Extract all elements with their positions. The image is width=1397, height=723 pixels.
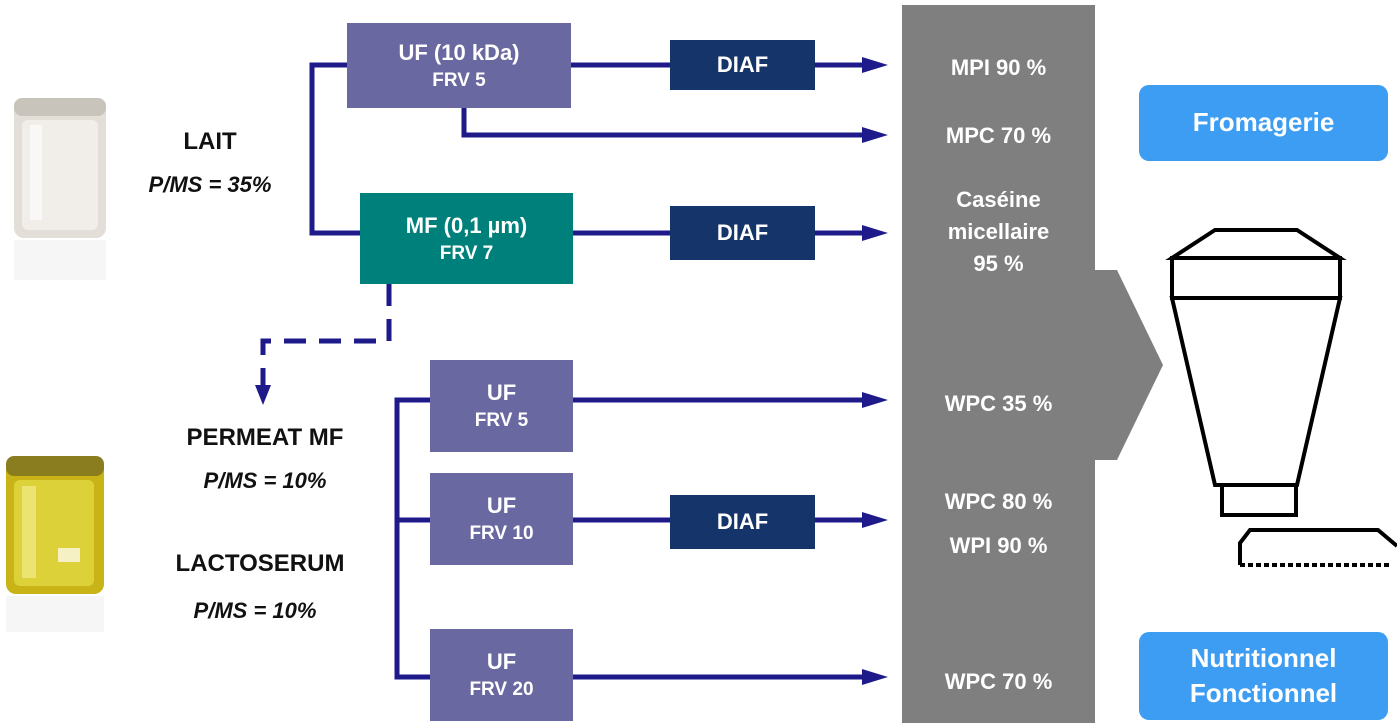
- lait-label: LAIT: [183, 128, 237, 155]
- uf-frv5-frv: FRV 5: [474, 410, 529, 432]
- diaf-box-1: DIAF: [670, 40, 815, 90]
- permeat-ratio: P/MS = 10%: [203, 468, 327, 493]
- product-wpi90: WPI 90 %: [949, 533, 1048, 558]
- whey-jar-image: [6, 456, 104, 632]
- product-caseine-line1: Caséine: [956, 187, 1041, 212]
- uf-10kda-frv: FRV 5: [432, 69, 486, 91]
- spray-dryer-icon: [1165, 228, 1397, 567]
- product-wpc70: WPC 70 %: [944, 669, 1053, 694]
- diaf-box-3: DIAF: [670, 495, 815, 549]
- mf-box: MF (0,1 µm) FRV 7: [360, 193, 573, 284]
- connector-mf-permeat: [260, 284, 392, 385]
- fonctionnel-label: Fonctionnel: [1189, 678, 1338, 708]
- lactoserum-ratio: P/MS = 10%: [193, 598, 317, 623]
- nutritionnel-fonctionnel-callout: Nutritionnel Fonctionnel: [1139, 632, 1388, 720]
- uf-frv5-box: UF FRV 5: [430, 360, 573, 452]
- arrowheads: [255, 57, 888, 685]
- nutritionnel-label: Nutritionnel: [1190, 642, 1337, 673]
- product-caseine-line3: 95 %: [973, 250, 1024, 276]
- mf-frv: FRV 7: [439, 242, 494, 264]
- arrow-to-mpc: [461, 108, 864, 138]
- lactoserum-label: LACTOSERUM: [175, 550, 345, 577]
- fromagerie-label: Fromagerie: [1192, 107, 1335, 138]
- uf-frv20-box: UF FRV 20: [430, 629, 573, 721]
- permeat-label: PERMEAT MF: [186, 424, 344, 451]
- connector-whey-branch: [394, 397, 430, 680]
- diaf-box-2: DIAF: [670, 206, 815, 260]
- uf-frv20-title: UF: [486, 649, 517, 675]
- uf-10kda-title: UF (10 kDa): [398, 39, 520, 65]
- product-wpc35: WPC 35 %: [944, 391, 1053, 416]
- product-mpi: MPI 90 %: [950, 55, 1047, 80]
- uf-frv10-frv: FRV 10: [469, 523, 534, 545]
- uf-frv10-box: UF FRV 10: [430, 473, 573, 565]
- lait-ratio: P/MS = 35%: [148, 172, 272, 197]
- uf-frv10-title: UF: [486, 493, 517, 519]
- product-caseine: Caséine micellaire 95 %: [902, 184, 1095, 280]
- product-column: [902, 5, 1163, 723]
- mf-title: MF (0,1 µm): [405, 212, 528, 238]
- fromagerie-callout: Fromagerie: [1139, 85, 1388, 161]
- uf-frv20-frv: FRV 20: [469, 679, 534, 701]
- uf-frv5-title: UF: [486, 380, 517, 406]
- uf-10kda-box: UF (10 kDa) FRV 5: [347, 23, 571, 108]
- product-mpc: MPC 70 %: [945, 123, 1052, 148]
- milk-jar-image: [14, 98, 106, 280]
- connector-lait-uf: [309, 62, 360, 236]
- product-caseine-line2: micellaire: [947, 218, 1050, 244]
- product-wpc80: WPC 80 %: [944, 489, 1053, 514]
